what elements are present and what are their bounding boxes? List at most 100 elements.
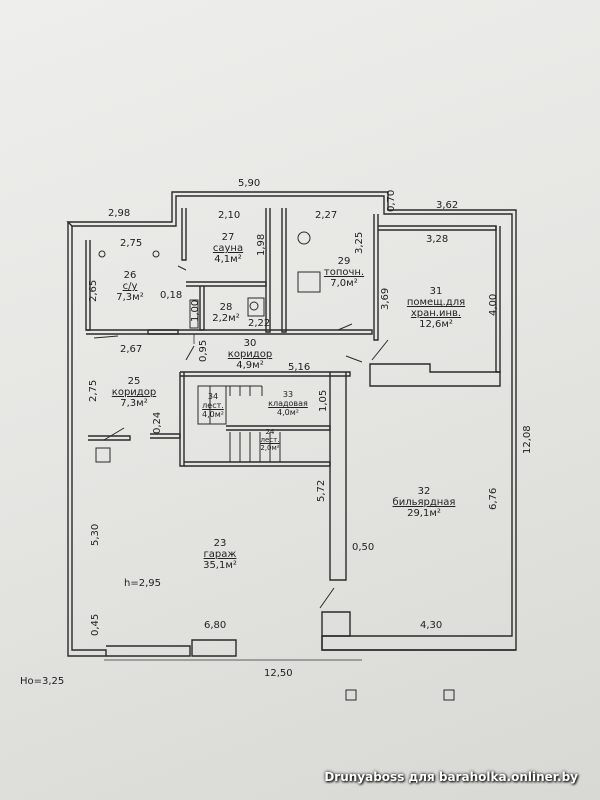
wall-storage-top (378, 225, 497, 231)
dimension-label: 6,80 (204, 620, 227, 631)
height-note: h=2,95 (124, 578, 161, 589)
dimension-label: 2,67 (120, 344, 143, 355)
dimension-label: 2,10 (218, 210, 241, 221)
dimension-label: 0,95 (198, 339, 209, 362)
wall-sauna-right (265, 208, 271, 333)
room-name: лест. (260, 436, 280, 444)
dimension-label: 0,70 (386, 189, 397, 212)
room-31-label: 31 помещ.для хран.инв. 12,6м² (407, 286, 465, 330)
right-front-wall (321, 636, 516, 651)
room-area: 2,0м² (260, 444, 280, 452)
dimension-label: 1,98 (256, 233, 267, 256)
room-27-label: 27 сауна 4,1м² (213, 232, 243, 265)
watermark: Drunyaboss для baraholka.onliner.by (324, 770, 578, 784)
ho-note: Hо=3,25 (20, 676, 65, 687)
wall-boiler-right (373, 214, 379, 341)
room-area: 12,6м² (419, 319, 453, 330)
room-32-label: 32 бильярдная 29,1м² (393, 486, 456, 519)
room-number: 25 (127, 376, 141, 387)
room-name: коридор (111, 387, 157, 398)
room-number: 33 (282, 390, 294, 399)
dimension-label: 12,50 (264, 668, 293, 679)
dimension-label: 12,08 (522, 425, 533, 454)
dimension-label: 2,75 (88, 379, 99, 402)
dimension-label: 3,25 (354, 231, 365, 254)
room-number: 24 (265, 428, 275, 436)
wall-garage-right (329, 372, 347, 581)
wall-sauna-left (181, 208, 187, 261)
wall-28 (186, 281, 267, 287)
room-name: топочн. (323, 267, 365, 278)
room-25-label: 25 коридор 7,3м² (112, 376, 156, 409)
wall-lower-right (321, 611, 351, 637)
wall-boiler (281, 208, 287, 333)
wall-25 (150, 433, 181, 439)
dimension-label: 1,00 (190, 299, 201, 322)
staircase-34 (197, 385, 281, 462)
dimension-label: 5,90 (238, 178, 261, 189)
dimension-label: 2,98 (108, 208, 131, 219)
room-area: 7,3м² (120, 398, 148, 409)
room-area: 4,0м² (277, 408, 299, 417)
room-number: 29 (337, 256, 351, 267)
dimension-label: 3,28 (426, 234, 449, 245)
room-area: 4,1м² (214, 254, 242, 265)
room-name: коридор (227, 349, 273, 360)
room-area: 4,0м² (202, 410, 224, 419)
wall-storage-bottom (369, 363, 501, 387)
room-34-label: 34 лест. 4,0м² (202, 392, 224, 419)
room-number: 23 (213, 538, 227, 549)
room-number: 27 (221, 232, 235, 243)
room-33-label: 33 кладовая 4,0м² (268, 390, 308, 417)
room-name: кладовая (268, 399, 308, 408)
dimension-label: 0,24 (152, 411, 163, 434)
dimension-label: 4,30 (420, 620, 443, 631)
room-29-label: 29 топочн. 7,0м² (324, 256, 364, 289)
room-number: 32 (417, 486, 431, 497)
doors (93, 265, 389, 609)
dimension-label: 0,50 (352, 542, 375, 553)
room-area: 4,9м² (236, 360, 264, 371)
room-26-label: 26 с/у 7,3м² (116, 270, 143, 303)
wall-stair-bottom (184, 461, 331, 467)
room-24-label: 24 лест. 2,0м² (260, 428, 279, 452)
garage-front-wall (106, 645, 191, 657)
wall-bath (148, 329, 373, 335)
wall-corridor (180, 371, 351, 377)
room-number: 30 (243, 338, 257, 349)
dimension-lines (104, 334, 362, 661)
room-28-label: 28 2,2м² (212, 302, 239, 324)
dimension-label: 2,75 (120, 238, 143, 249)
dimension-label: 3,69 (380, 287, 391, 310)
dimension-label: 2,27 (315, 210, 338, 221)
dimension-label: 5,30 (90, 523, 101, 546)
room-name: помещ.для (406, 297, 466, 308)
room-name: с/у (122, 281, 138, 292)
room-name: сауна (212, 243, 244, 254)
room-number: 31 (429, 286, 443, 297)
dimension-label: 5,16 (288, 362, 311, 373)
room-number: 34 (207, 392, 219, 401)
dimension-label: 4,00 (488, 293, 499, 316)
room-23-label: 23 гараж 35,1м² (203, 538, 237, 571)
room-area: 7,3м² (116, 292, 144, 303)
room-name: лест. (202, 401, 224, 410)
dimension-label: 3,62 (436, 200, 459, 211)
dimension-label: 0,18 (160, 290, 183, 301)
outer-wall-left (67, 222, 107, 657)
room-name: гараж (203, 549, 237, 560)
room-area: 35,1м² (203, 560, 237, 571)
room-30-label: 30 коридор 4,9м² (228, 338, 272, 371)
room-area: 7,0м² (330, 278, 358, 289)
dimension-label: 5,72 (316, 479, 327, 502)
wall-storage33 (226, 425, 331, 431)
room-number: 26 (123, 270, 137, 281)
room-name: бильярдная (392, 497, 456, 508)
wall-garage-top (88, 435, 131, 441)
dimension-label: 6,76 (488, 487, 499, 510)
room-area: 29,1м² (407, 508, 441, 519)
room-number: 28 (219, 302, 233, 313)
dimension-label: 2,65 (88, 279, 99, 302)
